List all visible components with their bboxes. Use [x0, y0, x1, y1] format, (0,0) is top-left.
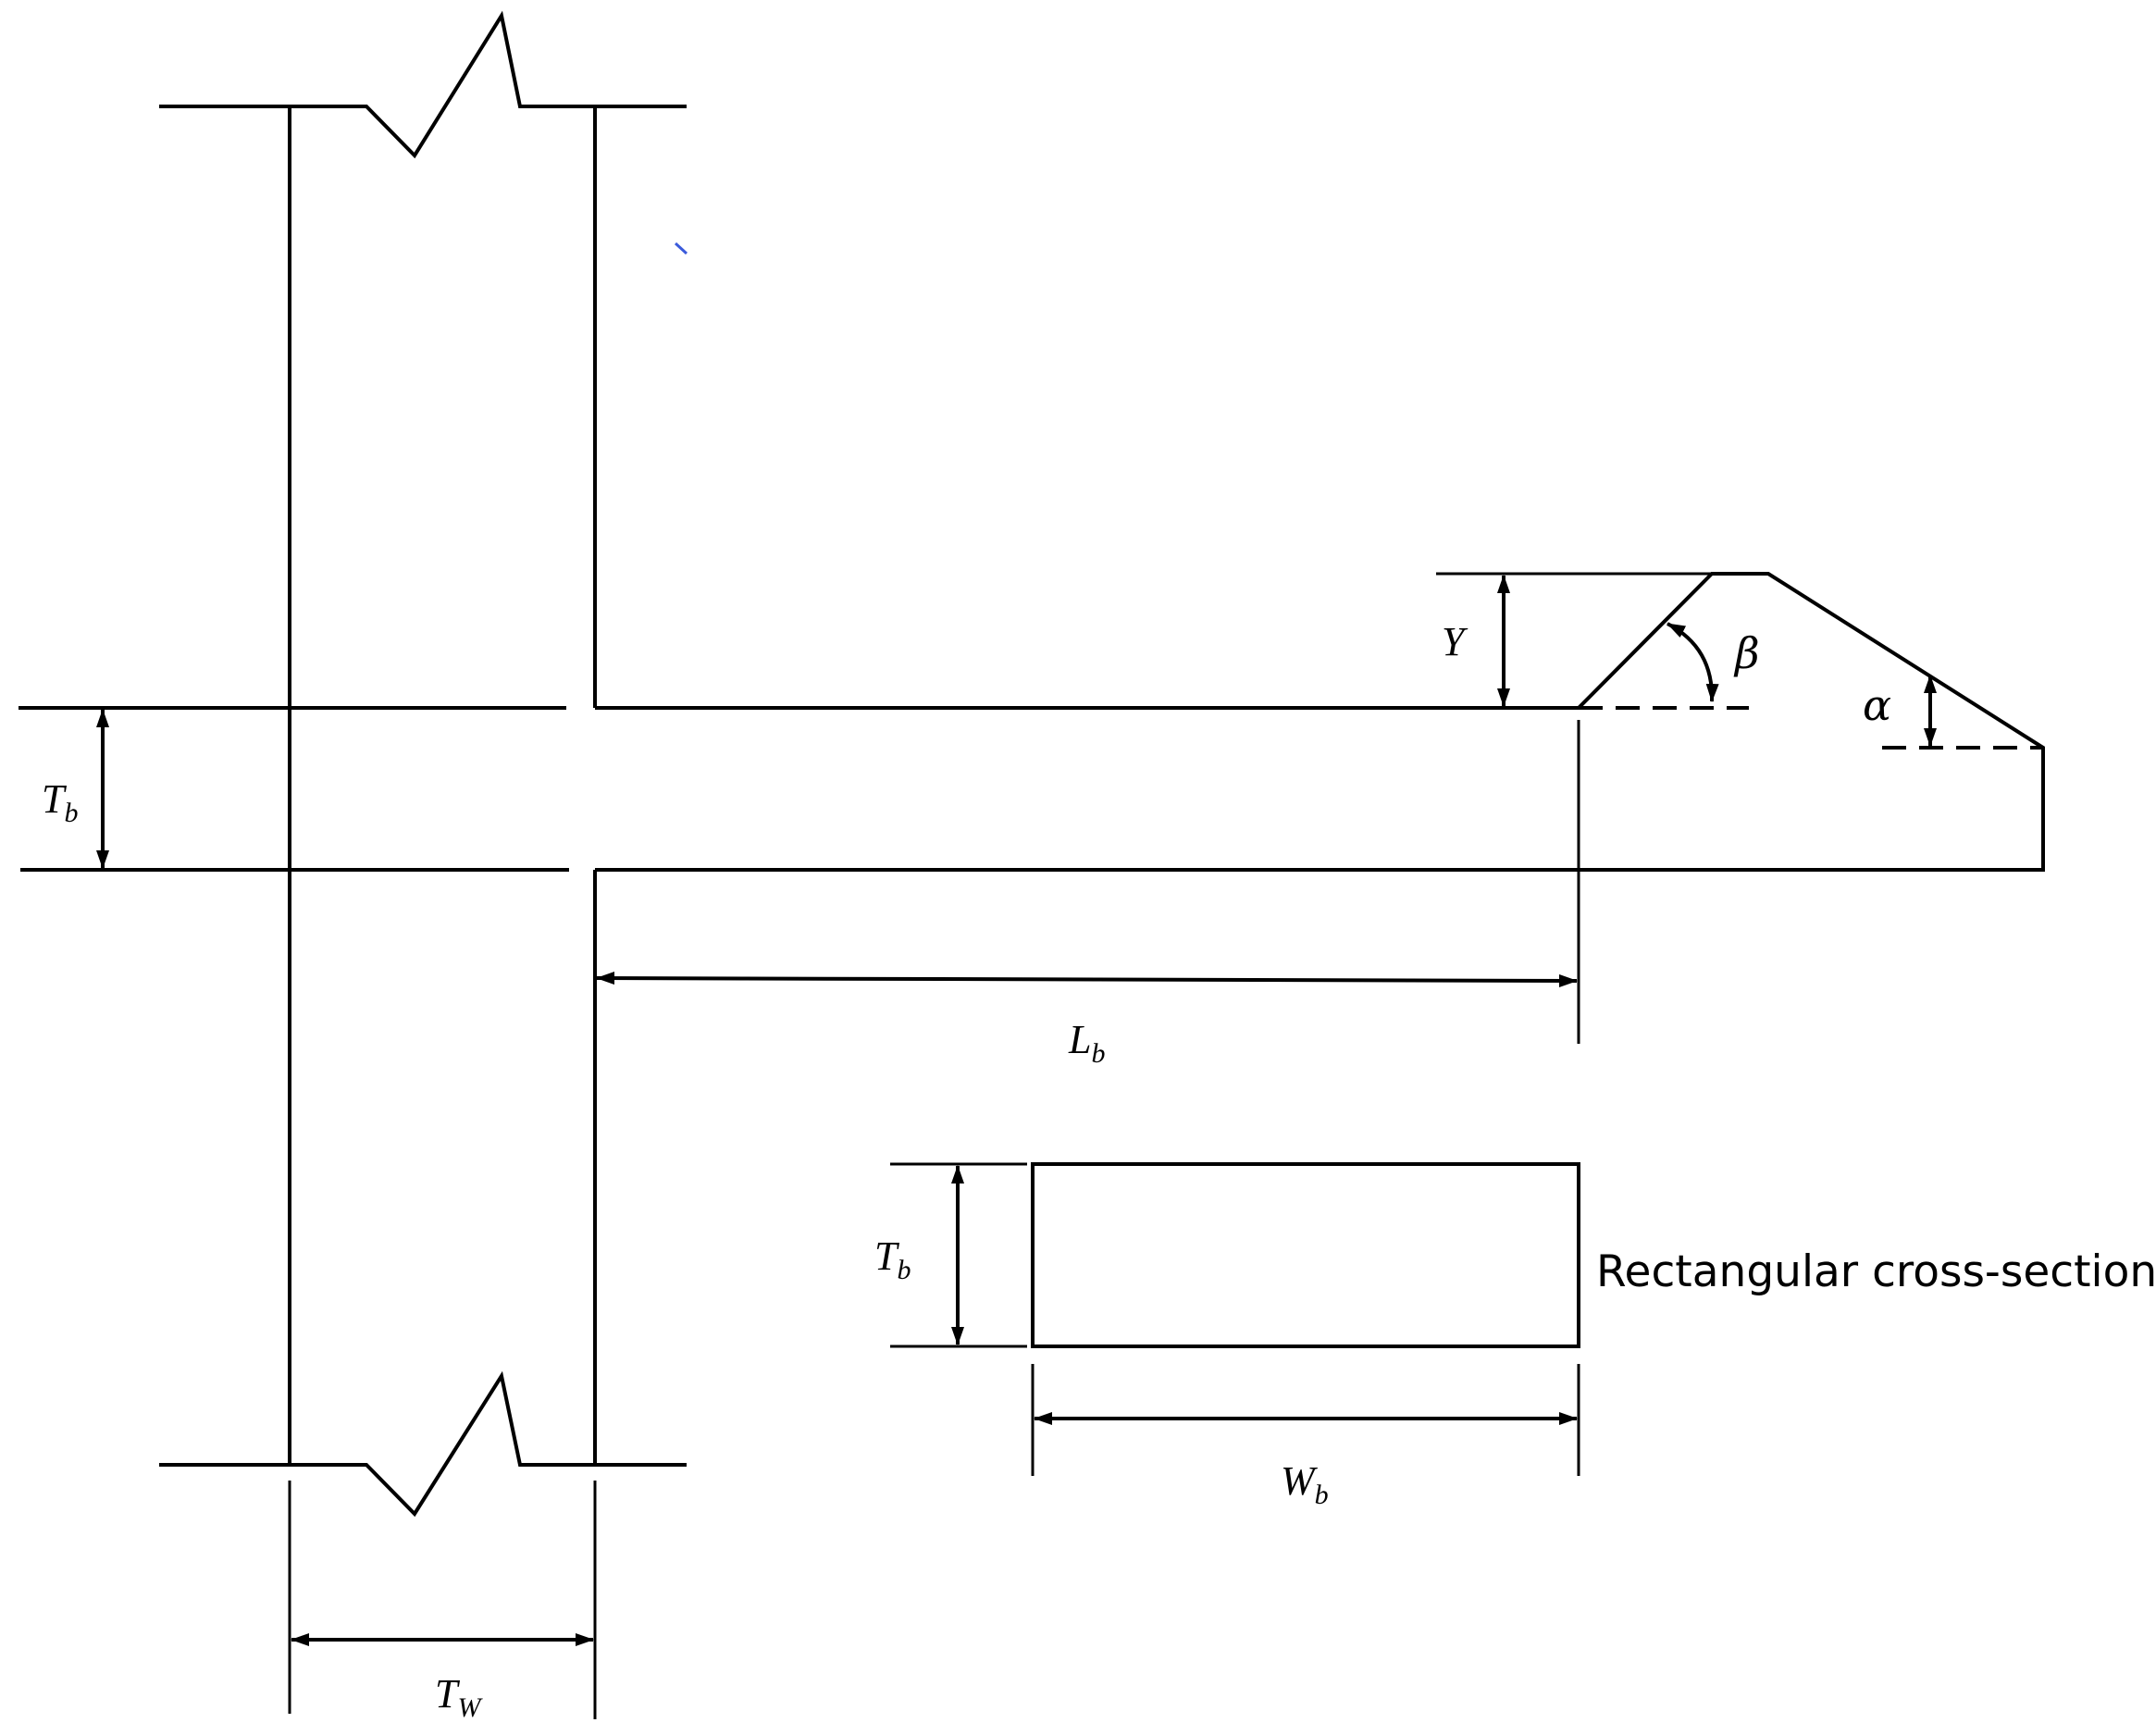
rectangular-cross-section: Tb Wb Rectangular cross-section [874, 1162, 2156, 1510]
cross-section-rectangle [1031, 1162, 1580, 1348]
section-caption: Rectangular cross-section [1596, 1246, 2156, 1297]
dimension-y: Y [1442, 575, 1510, 707]
dimension-tw: TW [288, 1481, 597, 1723]
wall [159, 10, 688, 1518]
wall-bottom-break-line [159, 1370, 687, 1518]
section-tb-label: Tb [874, 1233, 911, 1285]
alpha-label: α [1863, 680, 1891, 730]
tw-label: TW [435, 1671, 483, 1723]
angle-alpha: α [1863, 675, 1937, 747]
tb-beam-label: Tb [42, 776, 78, 828]
lb-label: Lb [1068, 1017, 1105, 1069]
y-label: Y [1442, 619, 1468, 664]
angle-beta: β [1667, 622, 1760, 702]
beam-top-profile [595, 572, 2045, 872]
wall-top-break-line [159, 10, 687, 159]
dimension-tb-beam: Tb [42, 709, 109, 869]
lb-arrow [596, 972, 1578, 987]
beta-arc-arrow [1667, 622, 1719, 702]
dimension-lb: Lb [596, 720, 1580, 1069]
beta-label: β [1733, 628, 1760, 678]
beam [19, 572, 2045, 872]
stray-blue-mark [674, 242, 688, 255]
section-wb-label: Wb [1281, 1458, 1329, 1510]
